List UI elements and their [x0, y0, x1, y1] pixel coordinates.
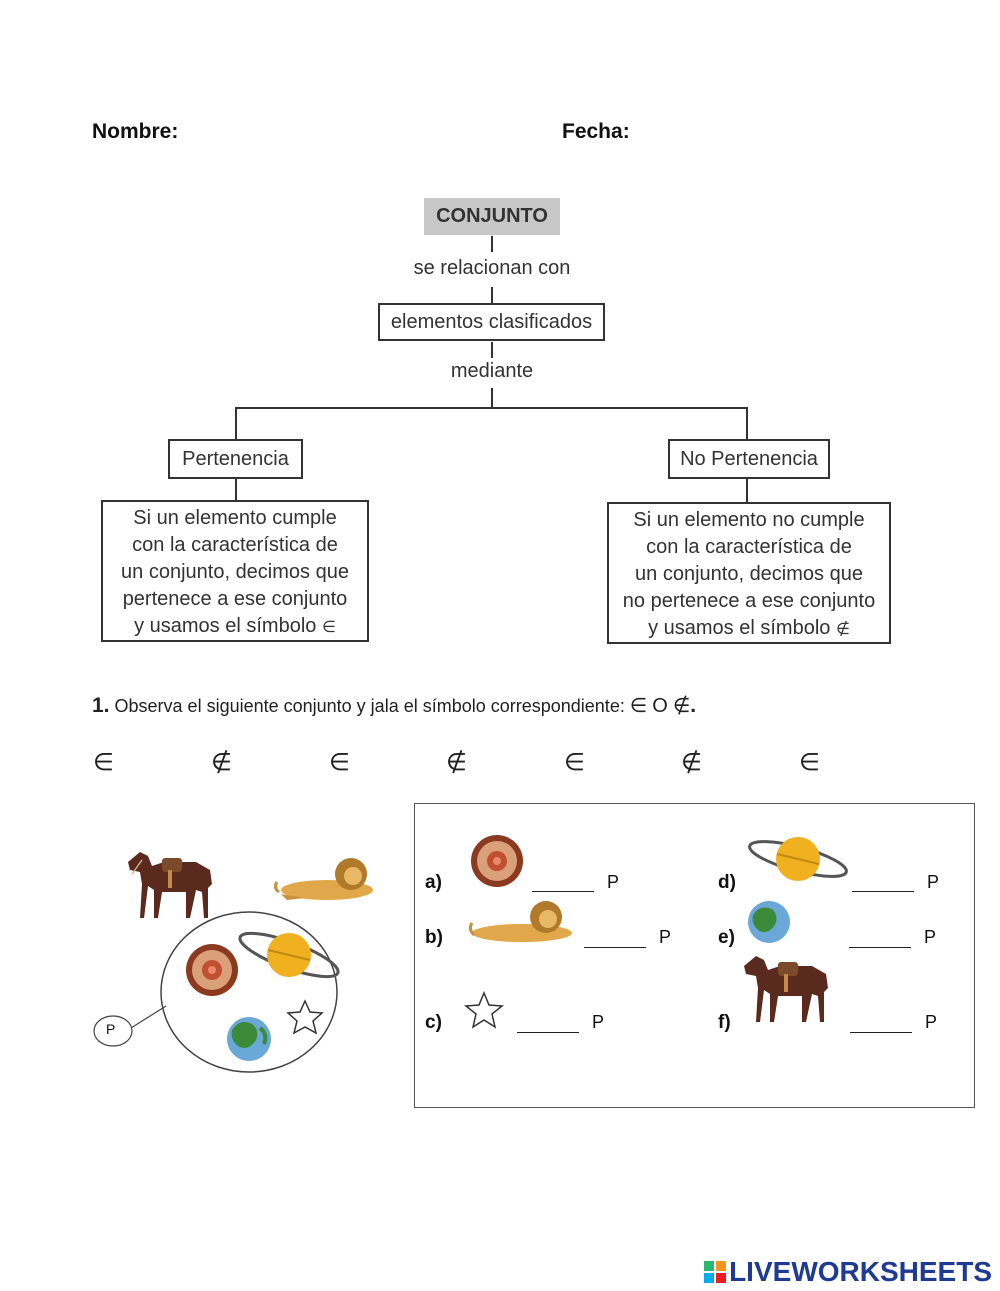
item-e-label: e) — [718, 927, 735, 948]
set-label-pointer — [130, 1005, 167, 1029]
desc-line: y usamos el símbolo ∈ — [103, 613, 367, 640]
link-text-2: mediante — [450, 360, 534, 382]
item-b-label: b) — [425, 927, 443, 948]
connector-line — [235, 407, 237, 439]
answer-area — [414, 803, 975, 1108]
desc-line: Si un elemento no cumple — [633, 509, 865, 531]
connector-line — [491, 388, 493, 408]
name-label: Nombre: — [92, 120, 179, 143]
answer-blank-e[interactable] — [849, 927, 911, 948]
desc-line-text: y usamos el símbolo — [134, 615, 317, 637]
branch-line — [235, 407, 748, 409]
horse-icon — [128, 852, 212, 918]
draggable-element-of-symbol[interactable]: ∈ — [329, 748, 350, 776]
earth-planet-icon — [748, 901, 790, 943]
draggable-element-of-symbol[interactable]: ∈ — [564, 748, 585, 776]
mars-planet-icon — [186, 944, 238, 996]
connector-text: O — [652, 695, 668, 717]
item-f-label: f) — [718, 1012, 731, 1033]
star-icon — [464, 991, 504, 1029]
desc-line-text: y usamos el símbolo — [648, 617, 831, 639]
set-name: P — [924, 927, 937, 947]
question-end: . — [690, 694, 697, 717]
desc-line: un conjunto, decimos que — [121, 561, 349, 583]
connector-line — [235, 479, 237, 500]
set-name: P — [927, 872, 940, 892]
saturn-planet-icon — [238, 931, 340, 979]
element-of-symbol: ∈ — [629, 693, 648, 717]
desc-line: no pertenece a ese conjunto — [622, 590, 876, 612]
set-name: P — [607, 872, 620, 892]
saturn-planet-icon — [748, 837, 848, 881]
brand-text: LIVEWORKSHEETS — [729, 1256, 992, 1287]
item-c-label: c) — [425, 1012, 442, 1033]
question-1: 1. Observa el siguiente conjunto y jala … — [92, 693, 696, 718]
horse-icon — [744, 956, 828, 1022]
question-number: 1. — [92, 694, 110, 717]
draggable-not-element-of-symbol[interactable]: ∉ — [681, 748, 702, 776]
desc-line: y usamos el símbolo ∉ — [609, 615, 889, 642]
set-name: P — [925, 1012, 938, 1032]
draggable-element-of-symbol[interactable]: ∈ — [93, 748, 114, 776]
element-of-symbol: ∈ — [321, 617, 336, 636]
membership-description: Si un elemento cumple con la característ… — [101, 500, 369, 642]
root-node: CONJUNTO — [424, 198, 560, 235]
answer-blank-c[interactable] — [517, 1012, 579, 1033]
lion-icon — [273, 858, 373, 900]
lion-icon — [468, 901, 572, 942]
draggable-element-of-symbol[interactable]: ∈ — [799, 748, 820, 776]
answer-blank-d[interactable] — [852, 871, 914, 892]
desc-line: con la característica de — [646, 536, 852, 558]
connector-line — [746, 479, 748, 502]
connector-line — [491, 342, 493, 358]
earth-planet-icon — [227, 1017, 271, 1061]
date-label: Fecha: — [562, 120, 630, 143]
item-d-label: d) — [718, 872, 736, 893]
star-icon — [286, 999, 324, 1035]
set-label: P — [106, 1021, 116, 1037]
desc-line: pertenece a ese conjunto — [122, 588, 348, 610]
set-name: P — [592, 1012, 605, 1032]
set-name: P — [659, 927, 672, 947]
answer-blank-a[interactable] — [532, 871, 594, 892]
connector-line — [491, 236, 493, 252]
not-element-of-symbol: ∉ — [835, 619, 850, 638]
non-membership-node: No Pertenencia — [668, 439, 830, 479]
liveworksheets-logo: LIVEWORKSHEETS — [704, 1256, 992, 1288]
draggable-not-element-of-symbol[interactable]: ∉ — [446, 748, 467, 776]
not-element-of-symbol: ∉ — [672, 693, 691, 717]
answer-blank-b[interactable] — [584, 927, 646, 948]
set-illustration — [93, 852, 373, 1073]
link-text-1: se relacionan con — [413, 257, 571, 279]
question-text: Observa el siguiente conjunto y jala el … — [114, 696, 625, 716]
mars-planet-icon — [471, 835, 523, 887]
connector-line — [491, 287, 493, 303]
logo-blocks-icon — [704, 1261, 727, 1283]
answer-blank-f[interactable] — [850, 1012, 912, 1033]
non-membership-description: Si un elemento no cumple con la caracter… — [607, 502, 891, 644]
desc-line: Si un elemento cumple — [133, 507, 337, 529]
desc-line: un conjunto, decimos que — [635, 563, 863, 585]
draggable-not-element-of-symbol[interactable]: ∉ — [211, 748, 232, 776]
set-label-bubble — [93, 1015, 133, 1047]
membership-node: Pertenencia — [168, 439, 303, 479]
desc-line: con la característica de — [132, 534, 338, 556]
connector-line — [746, 407, 748, 439]
classified-elements-node: elementos clasificados — [378, 303, 605, 341]
item-a-label: a) — [425, 872, 442, 893]
